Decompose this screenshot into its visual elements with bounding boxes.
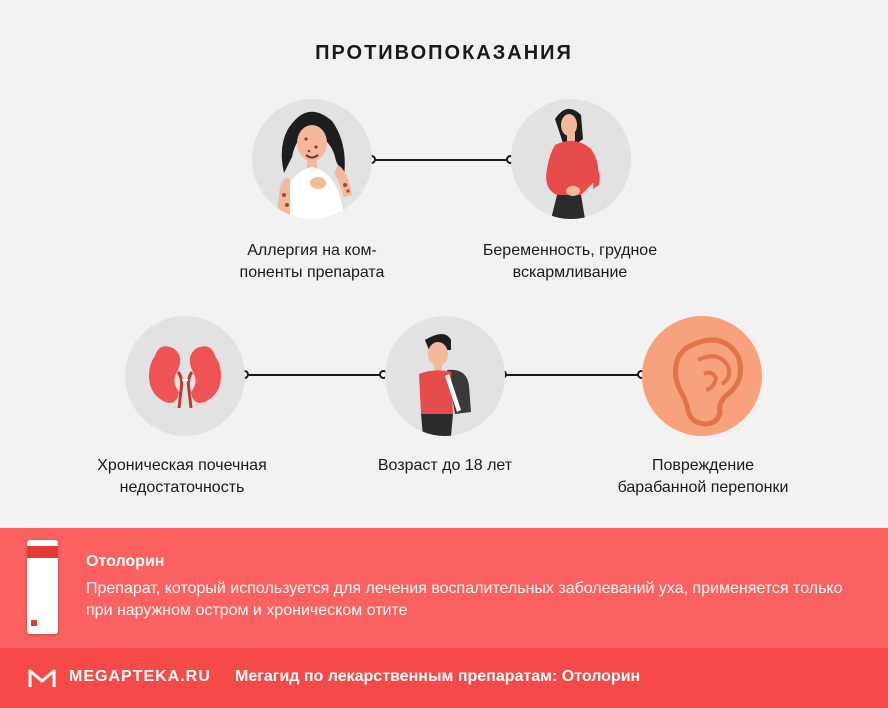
connector-line: [245, 374, 384, 376]
connector-line: [503, 374, 642, 376]
drug-package-stripe: [27, 546, 58, 558]
schoolboy-icon: [385, 316, 505, 436]
caption-allergy: Аллергия на ком- поненты препарата: [212, 240, 412, 284]
drug-package-mark: [31, 620, 37, 626]
drug-name: Отолорин: [86, 553, 165, 570]
caption-pregnancy-line1: Беременность, грудное вскармливание: [482, 242, 658, 281]
connector-line: [372, 159, 511, 161]
caption-age: Возраст до 18 лет: [345, 455, 545, 477]
caption-pregnancy: Беременность, грудное вскармливание: [455, 240, 685, 284]
allergy-woman-icon: [252, 99, 372, 219]
caption-age-line1: Возраст до 18 лет: [377, 457, 513, 474]
drug-package-image: [27, 540, 58, 634]
megapteka-logo-icon: [28, 669, 56, 687]
caption-ear-line1: Повреждение барабанной перепонки: [617, 457, 789, 496]
caption-kidney: Хроническая почечная недостаточность: [72, 455, 292, 499]
caption-kidney-line1: Хроническая почечная недостаточность: [97, 457, 267, 496]
ear-icon: [642, 316, 762, 436]
footer-logo-text[interactable]: MEGAPTEKA.RU: [69, 668, 211, 685]
drug-description: Препарат, который используется для лечен…: [86, 580, 843, 619]
caption-allergy-line1: Аллергия на ком- поненты препарата: [239, 242, 385, 281]
kidneys-icon: [125, 316, 245, 436]
caption-ear: Повреждение барабанной перепонки: [588, 455, 818, 499]
footer: [0, 648, 888, 708]
page-title: ПРОТИВОПОКАЗАНИЯ: [315, 42, 573, 64]
pregnant-woman-icon: [511, 99, 631, 219]
drug-banner: [0, 528, 888, 648]
footer-text: Мегагид по лекарственным препаратам: Ото…: [235, 668, 641, 685]
